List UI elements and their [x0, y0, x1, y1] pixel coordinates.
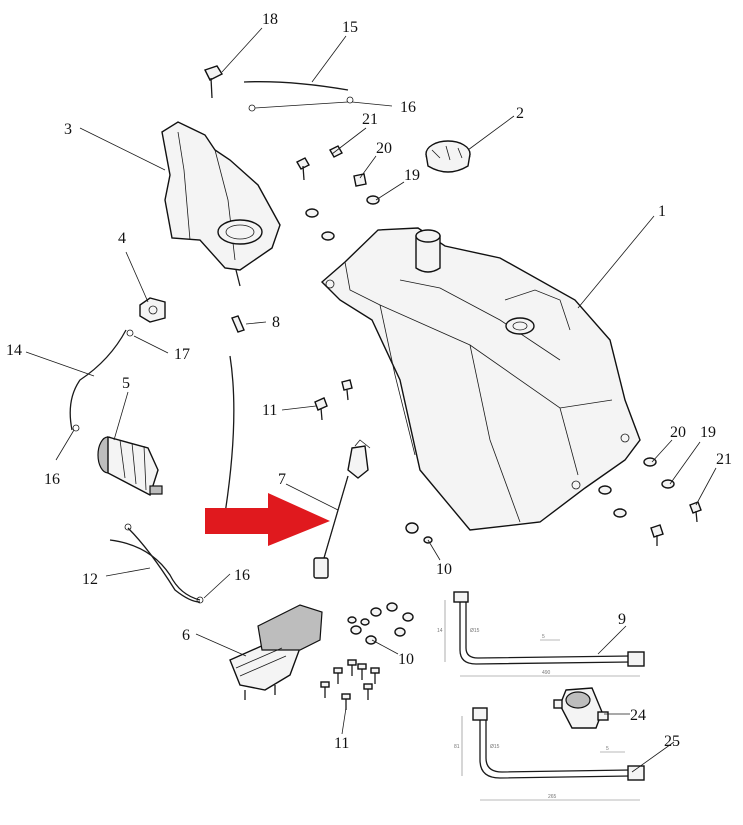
heat-shield — [161, 121, 281, 287]
callout-7: 7 — [278, 471, 286, 488]
callout-21: 21 — [716, 451, 732, 468]
hose-right-long — [223, 355, 235, 521]
dim-d2: 490 — [542, 670, 551, 676]
callout-21: 21 — [362, 111, 378, 128]
clamps — [72, 96, 354, 604]
callout-25: 25 — [664, 733, 680, 750]
valve — [139, 297, 166, 323]
callout-9: 9 — [618, 611, 626, 628]
callout-2: 2 — [516, 105, 524, 122]
pump-module — [229, 604, 323, 700]
callout-20: 20 — [670, 424, 686, 441]
leader-lines — [25, 27, 717, 773]
callout-16: 16 — [44, 471, 60, 488]
callout-19: 19 — [404, 167, 420, 184]
callout-15: 15 — [342, 19, 358, 36]
hoses — [69, 81, 349, 603]
callout-14: 14 — [6, 342, 22, 359]
fuel-pipe-9-drawing: Ø15 490 14 5 — [437, 591, 645, 677]
fuel-tank — [320, 227, 641, 531]
pump — [97, 436, 163, 497]
callout-3: 3 — [64, 121, 72, 138]
callout-11: 11 — [334, 735, 349, 752]
hose-16b — [127, 527, 201, 603]
callout-12: 12 — [82, 571, 98, 588]
callout-24: 24 — [630, 707, 646, 724]
fuel-filter-24 — [553, 687, 609, 729]
level-sender — [313, 439, 371, 579]
callout-20: 20 — [376, 140, 392, 157]
callout-17: 17 — [174, 346, 190, 363]
callout-19: 19 — [700, 424, 716, 441]
callout-16: 16 — [234, 567, 250, 584]
callout-18: 18 — [262, 11, 278, 28]
dim-d5: Ø15 — [490, 744, 500, 750]
hose-14 — [69, 329, 127, 431]
hose-12 — [109, 539, 201, 601]
callout-10: 10 — [398, 651, 414, 668]
dim-d8: 5 — [606, 746, 609, 752]
fuel-cap — [425, 140, 471, 173]
dim-d6: 265 — [548, 794, 557, 800]
dim-d7: 81 — [454, 744, 460, 750]
callout-6: 6 — [182, 627, 190, 644]
callout-1: 1 — [658, 203, 666, 220]
callout-5: 5 — [122, 375, 130, 392]
callout-8: 8 — [272, 314, 280, 331]
callout-labels: 18 15 16 3 21 2 20 19 1 4 8 14 17 5 11 1… — [6, 11, 732, 752]
dim-d1: Ø15 — [470, 628, 480, 634]
pointer-arrow — [205, 493, 330, 546]
dim-d3: 14 — [437, 628, 443, 634]
fuel-pipe-25-drawing: Ø15 265 81 5 — [454, 707, 645, 801]
callout-4: 4 — [118, 230, 126, 247]
callout-16: 16 — [400, 99, 416, 116]
hose-15 — [243, 81, 349, 91]
dim-d4: 5 — [542, 634, 545, 640]
callout-11: 11 — [262, 402, 277, 419]
callout-10: 10 — [436, 561, 452, 578]
